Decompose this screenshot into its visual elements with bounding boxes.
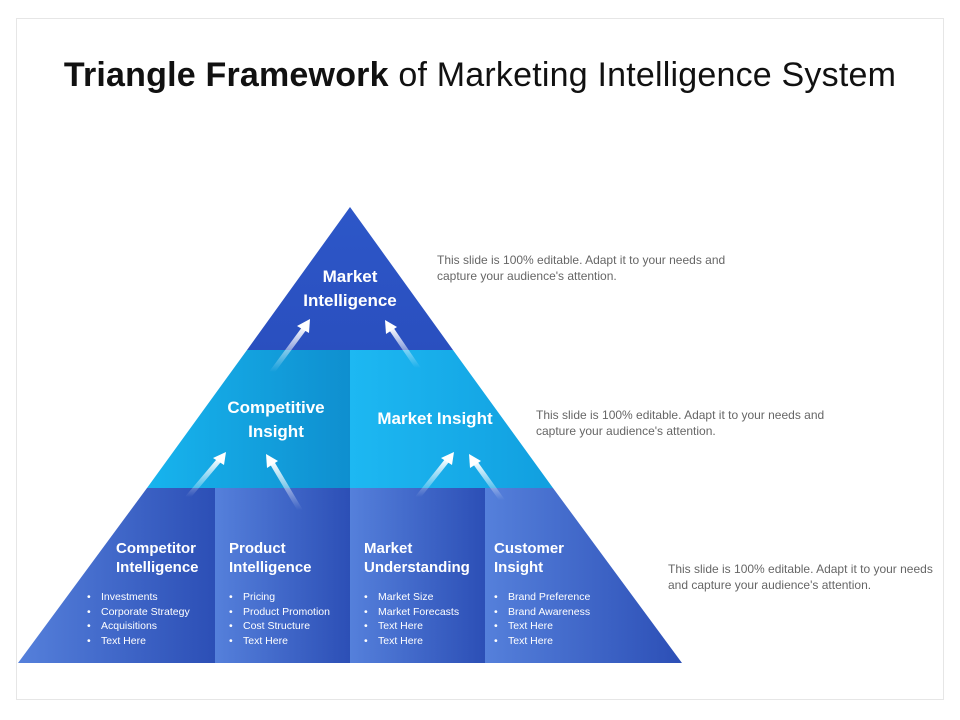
list-item: Acquisitions: [87, 619, 190, 634]
list-item: Text Here: [494, 619, 590, 634]
list-market-understanding: Market Size Market Forecasts Text Here T…: [364, 590, 459, 648]
slide-title: Triangle Framework of Marketing Intellig…: [0, 56, 960, 95]
arrow-market-insight-to-market-intelligence: [385, 320, 421, 371]
list-item: Text Here: [87, 634, 190, 649]
note-middle: This slide is 100% editable. Adapt it to…: [536, 408, 825, 438]
list-item: Investments: [87, 590, 190, 605]
title-regular: of Marketing Intelligence System: [398, 56, 897, 94]
list-item: Brand Preference: [494, 590, 590, 605]
label-competitive-insight: Competitive Insight: [227, 398, 325, 441]
list-item: Brand Awareness: [494, 605, 590, 620]
arrow-competitive-to-market-intelligence: [269, 319, 310, 375]
list-item: Product Promotion: [229, 605, 330, 620]
label-customer-insight: Customer Insight: [494, 540, 565, 576]
list-item: Market Size: [364, 590, 459, 605]
list-item: Text Here: [229, 634, 330, 649]
note-top: This slide is 100% editable. Adapt it to…: [437, 253, 726, 283]
note-bottom: This slide is 100% editable. Adapt it to…: [668, 562, 933, 592]
list-item: Cost Structure: [229, 619, 330, 634]
list-item: Market Forecasts: [364, 605, 459, 620]
label-market-insight: Market Insight: [377, 409, 493, 428]
list-item: Corporate Strategy: [87, 605, 190, 620]
arrow-customer-to-market-insight: [469, 454, 505, 503]
title-bold: Triangle Framework: [63, 56, 389, 94]
list-item: Text Here: [364, 619, 459, 634]
label-product-intelligence: Product Intelligence: [229, 540, 312, 576]
tier-middle-competitive-insight: [147, 350, 350, 488]
label-competitor-intelligence: Competitor Intelligence: [116, 540, 199, 576]
tier-middle-market-insight: [350, 350, 553, 488]
label-market-understanding: Market Understanding: [364, 540, 470, 576]
list-item: Text Here: [494, 634, 590, 649]
list-item: Text Here: [364, 634, 459, 649]
arrow-competitor-to-competitive-insight: [185, 452, 226, 500]
arrow-product-to-competitive-insight: [266, 454, 303, 513]
tier-top-market-intelligence: [247, 207, 453, 350]
list-competitor-intelligence: Investments Corporate Strategy Acquisiti…: [87, 590, 190, 648]
arrow-understanding-to-market-insight: [415, 452, 454, 500]
list-item: Pricing: [229, 590, 330, 605]
list-product-intelligence: Pricing Product Promotion Cost Structure…: [229, 590, 330, 648]
list-customer-insight: Brand Preference Brand Awareness Text He…: [494, 590, 590, 648]
label-market-intelligence: Market Intelligence: [303, 267, 397, 310]
